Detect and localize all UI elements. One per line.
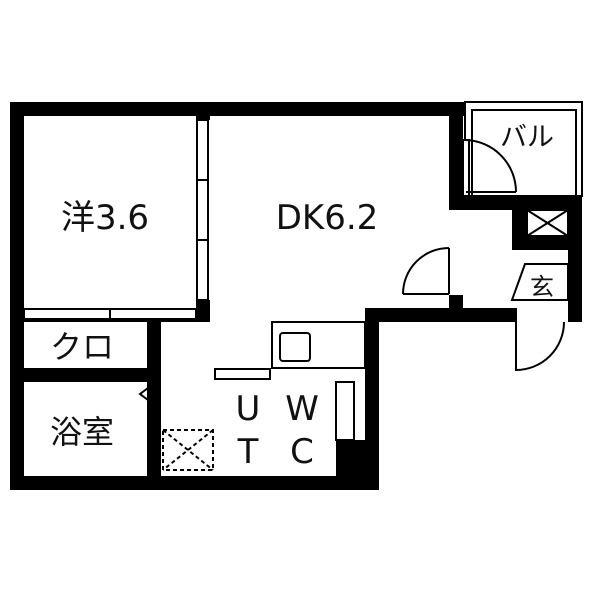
label-balcony: バル [500, 122, 554, 153]
label-bathroom: 浴室 [50, 413, 114, 451]
sliding-door-western [196, 119, 209, 301]
wall-closet-bottom [10, 368, 161, 382]
kitchen-counter [271, 321, 366, 369]
wall-entrance-top [449, 196, 582, 210]
wall-top [10, 102, 465, 116]
room-labels: 洋3.6 DK6.2 バル 玄 クロ 浴室 U W T C [50, 122, 554, 472]
wall-western-right-lower [196, 300, 210, 322]
wall-bottom [10, 476, 378, 490]
label-dining-kitchen: DK6.2 [276, 198, 379, 238]
label-toilet-t: T [237, 432, 259, 472]
wash-door-line [214, 368, 271, 380]
label-wash-u: U [236, 389, 261, 429]
shoebox [526, 209, 569, 237]
label-western-room: 洋3.6 [61, 198, 149, 238]
wall-western-right [196, 102, 210, 120]
wall-entrance-right [568, 196, 582, 322]
label-toilet-c: C [290, 432, 314, 472]
label-wash-w: W [285, 389, 319, 429]
windows [23, 119, 271, 380]
wall-shoebox-bottom [512, 236, 568, 250]
entrance-fixtures [510, 209, 569, 301]
door-main-entrance [515, 321, 565, 372]
wall-step-vertical [365, 308, 379, 490]
label-entrance: 玄 [530, 273, 554, 301]
wash-fixtures [162, 381, 355, 471]
sink [279, 332, 311, 362]
wall-step-horizontal [365, 308, 517, 322]
wall-wash-left [147, 368, 161, 490]
wall-right-dk [449, 102, 463, 208]
doors [138, 139, 565, 401]
door-dk-entrance [402, 247, 450, 295]
wall-left [10, 102, 24, 490]
entrance-step [510, 263, 569, 301]
wall-pillar [336, 440, 366, 476]
wash-shelf [335, 381, 355, 441]
wall-right-dk-lower [449, 295, 463, 309]
door-balcony [465, 139, 517, 193]
washing-machine-pan [162, 429, 214, 471]
label-closet: クロ [50, 328, 114, 366]
wall-closet-right [147, 308, 161, 370]
door-bath [138, 387, 149, 401]
